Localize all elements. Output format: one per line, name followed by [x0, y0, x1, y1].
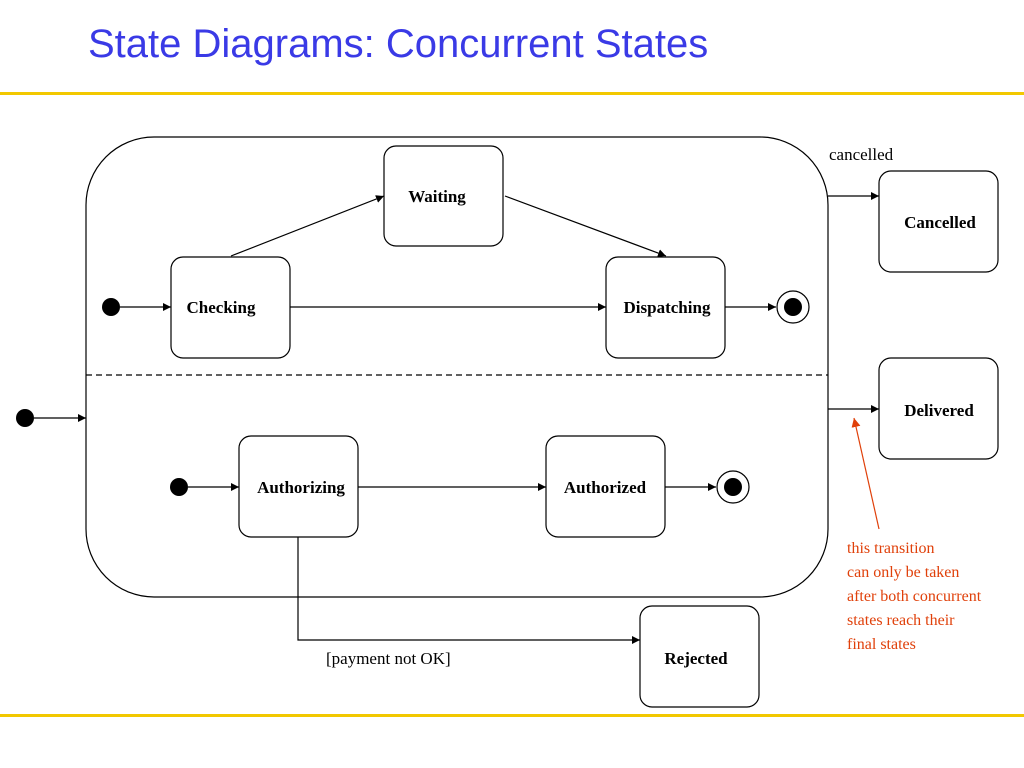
- lower-final-state: [716, 470, 750, 504]
- state-dispatching-label: Dispatching: [624, 298, 711, 317]
- state-waiting[interactable]: Waiting: [383, 145, 504, 247]
- transition-waiting-to-dispatching: [504, 195, 667, 257]
- state-waiting-label: Waiting: [408, 187, 466, 206]
- upper-initial-state: [102, 298, 120, 316]
- upper-final-state: [776, 290, 810, 324]
- note-line-4: states reach their: [847, 612, 955, 629]
- note-line-3: after both concurrent: [847, 588, 982, 605]
- state-delivered[interactable]: Delivered: [878, 357, 999, 460]
- state-checking[interactable]: Checking: [170, 256, 291, 359]
- footer-rule: [0, 714, 1024, 717]
- note-line-2: can only be taken: [847, 564, 959, 581]
- state-checking-label: Checking: [187, 298, 256, 317]
- state-cancelled[interactable]: Cancelled: [878, 170, 999, 273]
- state-authorized-label: Authorized: [564, 478, 647, 497]
- composite-state: [85, 136, 829, 598]
- state-authorized[interactable]: Authorized: [545, 435, 666, 538]
- outer-initial-state: [16, 409, 34, 427]
- transition-checking-to-waiting: [230, 195, 385, 257]
- state-delivered-label: Delivered: [904, 401, 974, 420]
- title-rule: [0, 92, 1024, 95]
- note-line-5: final states: [847, 636, 916, 653]
- payment-guard-label: [payment not OK]: [326, 649, 451, 668]
- state-dispatching[interactable]: Dispatching: [605, 256, 726, 359]
- state-authorizing[interactable]: Authorizing: [238, 435, 359, 538]
- slide-title: State Diagrams: Concurrent States: [88, 22, 709, 66]
- state-rejected[interactable]: Rejected: [639, 605, 760, 708]
- state-rejected-label: Rejected: [664, 649, 728, 668]
- lower-initial-state: [170, 478, 188, 496]
- state-cancelled-label: Cancelled: [904, 213, 976, 232]
- note-pointer-arrow: [851, 417, 880, 530]
- note-line-1: this transition: [847, 540, 935, 557]
- transition-authorizing-to-rejected: [297, 537, 640, 644]
- cancelled-event-label: cancelled: [829, 145, 894, 164]
- state-authorizing-label: Authorizing: [257, 478, 345, 497]
